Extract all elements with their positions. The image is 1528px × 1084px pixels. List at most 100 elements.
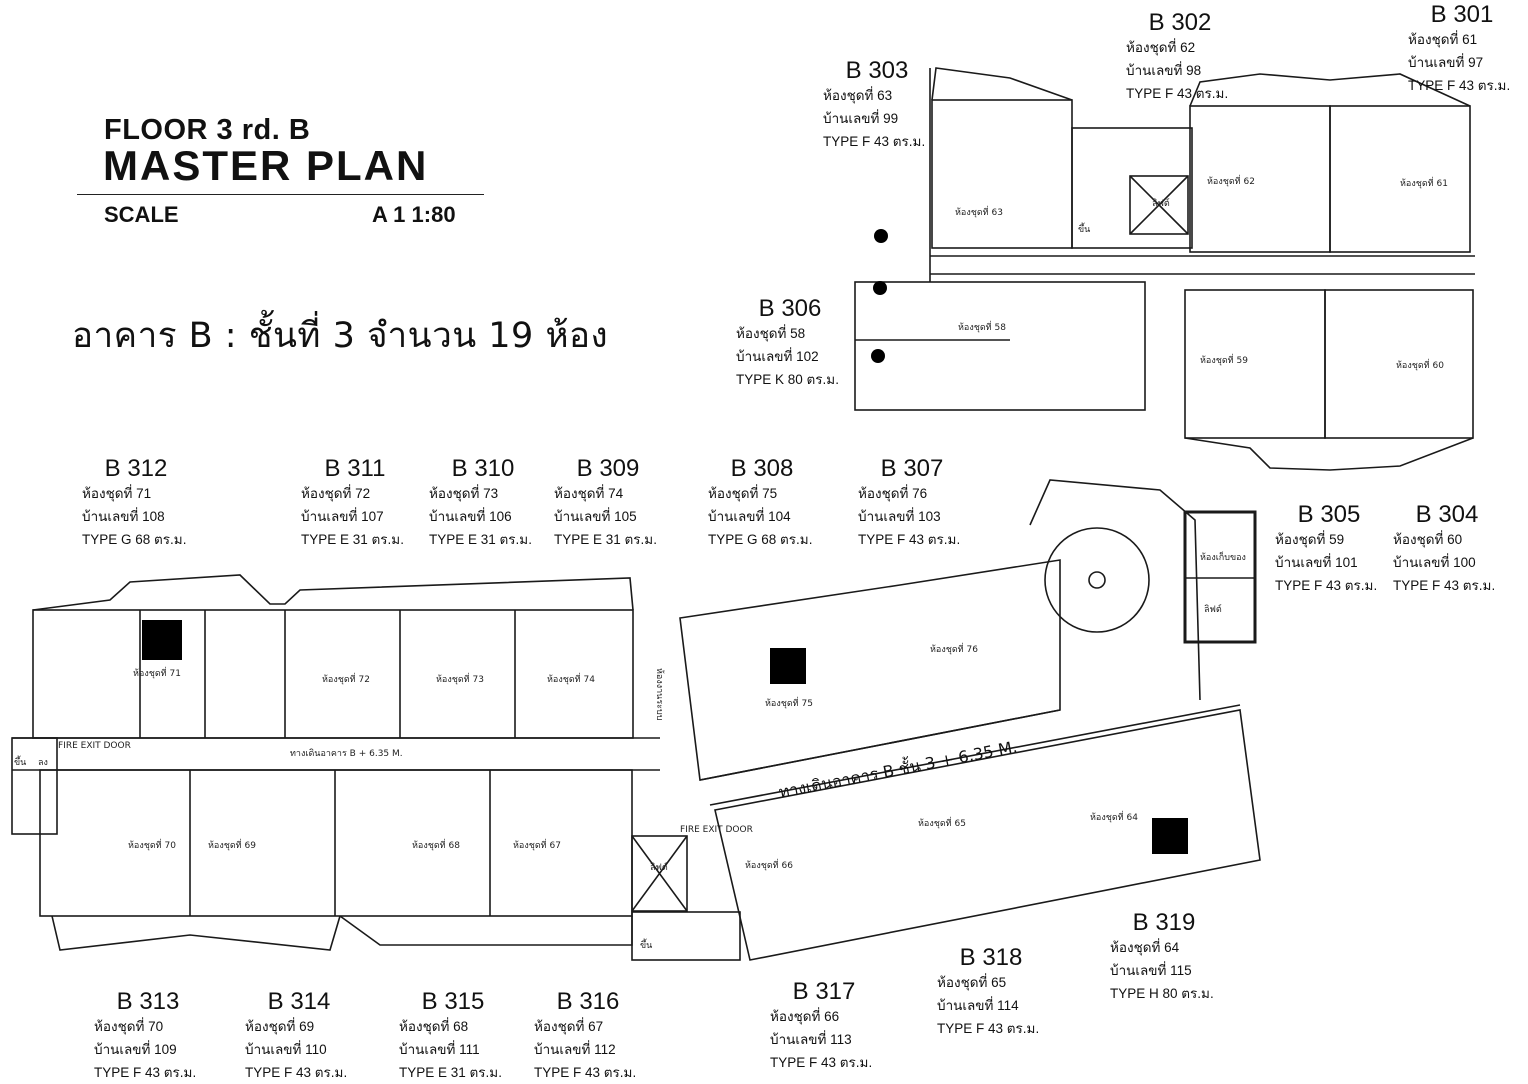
unit-room: ห้องชุดที่ 60 — [1393, 532, 1463, 547]
south-stair — [631, 911, 741, 961]
unit-code: B 307 — [880, 455, 944, 482]
lift-shaft-west — [631, 835, 688, 912]
unit-code: B 302 — [1148, 9, 1212, 36]
scale-value: A 1 1:80 — [372, 202, 456, 227]
unit-b316: B 316 ห้องชุดที่ 67 บ้านเลขที่ 112 TYPE … — [534, 989, 648, 1084]
unit-house: บ้านเลขที่ 97 — [1408, 55, 1484, 70]
unit-code: B 306 — [758, 295, 822, 322]
room-tag-70: ห้องชุดที่ 70 — [128, 838, 176, 851]
unit-room: ห้องชุดที่ 71 — [82, 486, 152, 501]
marker-dot — [871, 349, 885, 363]
unit-room: ห้องชุดที่ 73 — [429, 486, 499, 501]
unit-code: B 317 — [792, 978, 856, 1005]
unit-type: TYPE F 43 ตร.ม. — [1393, 578, 1496, 593]
unit-type: TYPE E 31 ตร.ม. — [301, 532, 404, 547]
unit-house: บ้านเลขที่ 115 — [1110, 963, 1192, 978]
unit-house: บ้านเลขที่ 98 — [1126, 63, 1202, 78]
unit-code: B 303 — [845, 57, 909, 84]
marker-dot — [873, 281, 887, 295]
unit-type: TYPE F 43 ตร.ม. — [823, 134, 926, 149]
unit-code: B 316 — [556, 988, 620, 1015]
unit-type: TYPE E 31 ตร.ม. — [399, 1065, 502, 1080]
unit-type: TYPE G 68 ตร.ม. — [82, 532, 187, 547]
room-tag-58: ห้องชุดที่ 58 — [958, 320, 1006, 333]
room-tag-75: ห้องชุดที่ 75 — [765, 696, 813, 709]
unit-type: TYPE E 31 ตร.ม. — [554, 532, 657, 547]
unit-b301: B 301 ห้องชุดที่ 61 บ้านเลขที่ 97 TYPE F… — [1408, 2, 1522, 97]
unit-type: TYPE K 80 ตร.ม. — [736, 372, 839, 387]
unit-house: บ้านเลขที่ 107 — [301, 509, 384, 524]
building-summary: อาคาร B : ชั้นที่ 3 จำนวน 19 ห้อง — [72, 316, 609, 356]
plan-title: MASTER PLAN — [103, 142, 429, 189]
east-wing-north-units — [679, 559, 1061, 781]
room-tag-64: ห้องชุดที่ 64 — [1090, 810, 1138, 823]
unit-house: บ้านเลขที่ 111 — [399, 1042, 480, 1057]
stair-core-top — [1071, 127, 1193, 249]
stair-down-label: ลง — [38, 758, 48, 768]
unit-type: TYPE F 43 ตร.ม. — [937, 1021, 1040, 1036]
room-tag-62: ห้องชุดที่ 62 — [1207, 174, 1255, 187]
lift-label-top: ลิฟต์ — [1152, 197, 1170, 209]
unit-house: บ้านเลขที่ 112 — [534, 1042, 616, 1057]
unit-house: บ้านเลขที่ 110 — [245, 1042, 327, 1057]
unit-type: TYPE F 43 ตร.ม. — [1126, 86, 1229, 101]
room-tag-68: ห้องชุดที่ 68 — [412, 838, 460, 851]
unit-room: ห้องชุดที่ 62 — [1126, 40, 1196, 55]
scale-label: SCALE — [104, 202, 179, 227]
room-tag-63: ห้องชุดที่ 63 — [955, 205, 1003, 218]
unit-b315: B 315 ห้องชุดที่ 68 บ้านเลขที่ 111 TYPE … — [399, 989, 513, 1084]
room-tag-59: ห้องชุดที่ 59 — [1200, 353, 1248, 366]
unit-b304: B 304 ห้องชุดที่ 60 บ้านเลขที่ 100 TYPE … — [1393, 502, 1507, 597]
unit-type: TYPE F 43 ตร.ม. — [770, 1055, 873, 1070]
stair-up-label: ขึ้น — [14, 755, 26, 768]
marker-dot — [874, 229, 888, 243]
unit-code: B 314 — [267, 988, 331, 1015]
unit-room: ห้องชุดที่ 58 — [736, 326, 806, 341]
unit-b312: B 312 ห้องชุดที่ 71 บ้านเลขที่ 108 TYPE … — [82, 456, 196, 551]
unit-outline-58 — [854, 281, 1146, 411]
lift-label-west: ลิฟต์ — [650, 861, 668, 873]
corridor-label-west: ทางเดินอาคาร B + 6.35 M. — [290, 748, 403, 759]
unit-code: B 312 — [104, 455, 168, 482]
unit-type: TYPE F 43 ตร.ม. — [94, 1065, 197, 1080]
room-tag-69: ห้องชุดที่ 69 — [208, 838, 256, 851]
room-tag-60: ห้องชุดที่ 60 — [1396, 358, 1444, 371]
unit-room: ห้องชุดที่ 67 — [534, 1019, 604, 1034]
unit-type: TYPE F 43 ตร.ม. — [1408, 78, 1511, 93]
north-wing-units — [32, 609, 634, 739]
unit-house: บ้านเลขที่ 99 — [823, 111, 899, 126]
unit-b314: B 314 ห้องชุดที่ 69 บ้านเลขที่ 110 TYPE … — [245, 989, 359, 1084]
unit-code: B 308 — [730, 455, 794, 482]
stair-up-label-top: ขึ้น — [1078, 222, 1090, 235]
room-tag-76: ห้องชุดที่ 76 — [930, 642, 978, 655]
unit-b306: B 306 ห้องชุดที่ 58 บ้านเลขที่ 102 TYPE … — [736, 296, 850, 391]
room-tag-66: ห้องชุดที่ 66 — [745, 858, 793, 871]
unit-type: TYPE F 43 ตร.ม. — [534, 1065, 637, 1080]
unit-code: B 301 — [1430, 1, 1494, 28]
feature-block — [770, 648, 806, 684]
unit-code: B 311 — [324, 455, 386, 482]
stair-up-label-south: ขึ้น — [640, 938, 652, 951]
unit-type: TYPE F 43 ตร.ม. — [858, 532, 961, 547]
unit-house: บ้านเลขที่ 109 — [94, 1042, 177, 1057]
unit-outline-63 — [931, 99, 1073, 249]
unit-room: ห้องชุดที่ 61 — [1408, 32, 1478, 47]
unit-code: B 304 — [1415, 501, 1479, 528]
unit-room: ห้องชุดที่ 75 — [708, 486, 778, 501]
fire-exit-label: FIRE EXIT DOOR — [58, 741, 131, 751]
unit-room: ห้องชุดที่ 70 — [94, 1019, 164, 1034]
unit-b310: B 310 ห้องชุดที่ 73 บ้านเลขที่ 106 TYPE … — [429, 456, 543, 551]
unit-house: บ้านเลขที่ 102 — [736, 349, 819, 364]
unit-house: บ้านเลขที่ 108 — [82, 509, 165, 524]
unit-b319: B 319 ห้องชุดที่ 64 บ้านเลขที่ 115 TYPE … — [1110, 910, 1224, 1005]
unit-house: บ้านเลขที่ 105 — [554, 509, 637, 524]
room-tag-65: ห้องชุดที่ 65 — [918, 816, 966, 829]
spiral-stair — [1044, 527, 1150, 633]
unit-room: ห้องชุดที่ 76 — [858, 486, 928, 501]
unit-house: บ้านเลขที่ 103 — [858, 509, 941, 524]
unit-code: B 313 — [116, 988, 180, 1015]
title-divider — [77, 194, 484, 195]
unit-code: B 309 — [576, 455, 640, 482]
unit-house: บ้านเลขที่ 106 — [429, 509, 512, 524]
